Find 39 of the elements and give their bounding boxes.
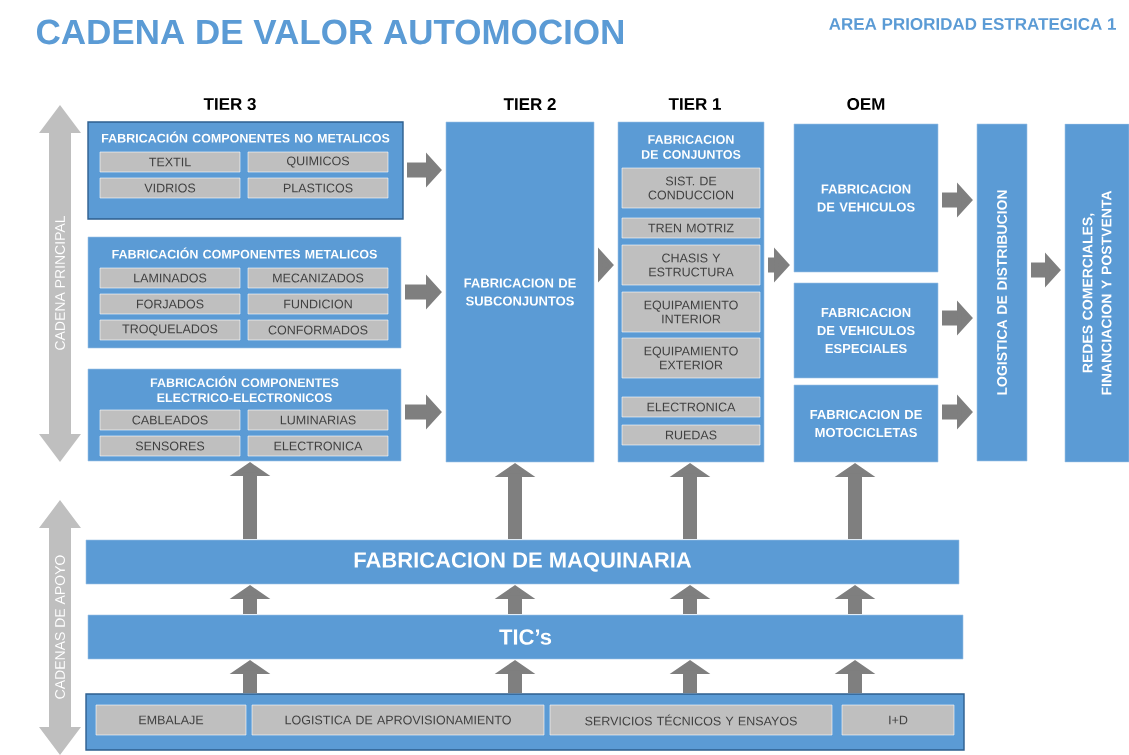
item-box: FORJADOS (99, 293, 241, 315)
item-box: TREN MOTRIZ (621, 217, 761, 239)
band-box: FABRICACION DE MAQUINARIA (85, 539, 960, 585)
item-box: TROQUELADOS (99, 319, 241, 341)
process-box: LOGISTICA DE DISTRIBUCION (976, 123, 1028, 462)
item-box: EMBALAJE (95, 704, 247, 736)
item-box: SIST. DE CONDUCCION (621, 167, 761, 209)
subtitle: AREA PRIORIDAD ESTRATEGICA 1 (829, 18, 1116, 31)
band-box: TIC’s (87, 614, 964, 660)
item-box: CONFORMADOS (247, 319, 389, 341)
column-heading: TIER 1 (668, 98, 721, 110)
process-box: FABRICACION DE VEHICULOS ESPECIALES (793, 282, 939, 379)
process-box: FABRICACION DE SUBCONJUNTOS (445, 121, 595, 463)
item-box: I+D (841, 704, 955, 736)
item-box: SENSORES (99, 435, 241, 457)
item-box: CHASIS Y ESTRUCTURA (621, 244, 761, 286)
column-heading: TIER 3 (203, 97, 256, 111)
item-box: VIDRIOS (99, 177, 241, 199)
item-box: ELECTRONICA (247, 435, 389, 457)
item-box: LOGISTICA DE APROVISIONAMIENTO (251, 704, 545, 736)
item-box: SERVICIOS TÉCNICOS Y ENSAYOS (549, 704, 833, 736)
arrow-label: CADENAS DE APOYO (55, 555, 65, 699)
item-box: EQUIPAMIENTO EXTERIOR (621, 337, 761, 379)
process-box: FABRICACION DE VEHICULOS (793, 123, 939, 273)
item-box: RUEDAS (621, 424, 761, 446)
process-box: FABRICACION DE MOTOCICLETAS (793, 384, 939, 463)
item-box: MECANIZADOS (247, 267, 389, 289)
item-box: PLASTICOS (247, 177, 389, 199)
item-box: ELECTRONICA (621, 396, 761, 418)
item-box: TEXTIL (99, 151, 241, 173)
item-box: LAMINADOS (99, 267, 241, 289)
arrow-label: CADENA PRINCIPAL (55, 215, 65, 350)
item-box: EQUIPAMIENTO INTERIOR (621, 291, 761, 333)
process-box: REDES COMERCIALES, FINANCIACION Y POSTVENTA (1064, 123, 1129, 463)
item-box: CABLEADOS (99, 409, 241, 431)
item-box: QUIMICOS (247, 151, 389, 173)
item-box: LUMINARIAS (247, 409, 389, 431)
title: CADENA DE VALOR AUTOMOCION (37, 19, 623, 45)
item-box: FUNDICION (247, 293, 389, 315)
